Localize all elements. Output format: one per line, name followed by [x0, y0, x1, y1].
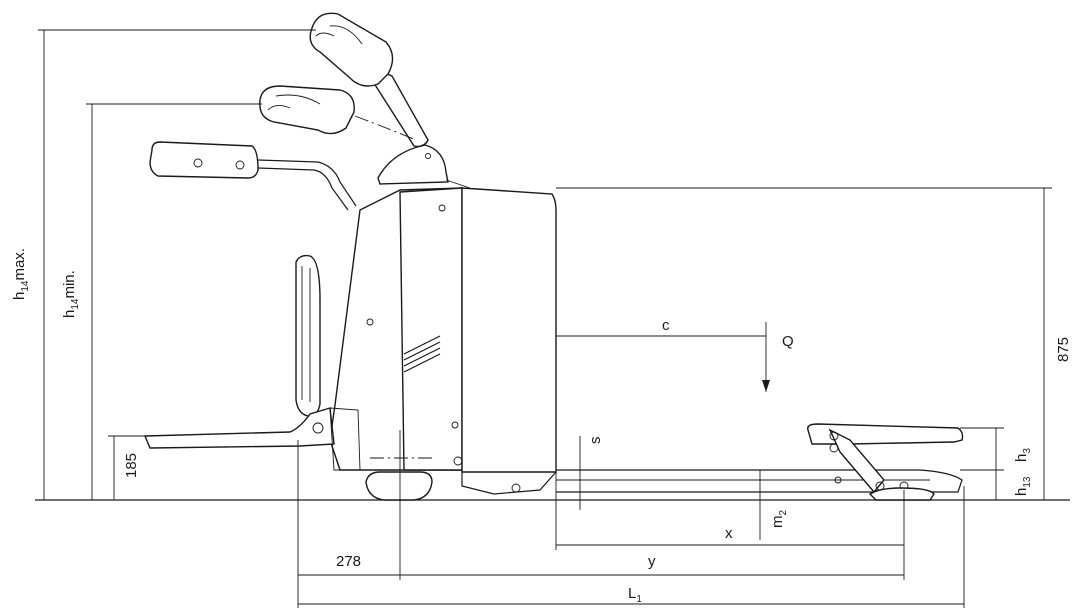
label-h14max: h14max. [11, 248, 31, 300]
body-bolt [453, 456, 463, 466]
tiller-handle-min [259, 85, 355, 135]
body-bolt [366, 318, 374, 326]
truck-body [143, 12, 557, 501]
tiller-handle-max [309, 12, 394, 87]
fork [556, 423, 964, 501]
platform-pivot [312, 422, 324, 434]
body-bolt [438, 204, 446, 212]
folding-platform [143, 407, 335, 449]
dimension-lines [38, 29, 1052, 608]
armrest-bar [257, 159, 357, 207]
label-Q: Q [782, 333, 794, 350]
steering-head [377, 144, 449, 185]
load-wheel [868, 487, 935, 501]
armrest-bolt [193, 158, 203, 168]
label-y: y [648, 553, 656, 570]
label-s: s [587, 437, 604, 445]
armrest [149, 141, 259, 179]
label-c: c [662, 317, 670, 334]
battery-cover [461, 187, 557, 473]
roller-pin [829, 443, 839, 453]
tiller-arm-max [371, 73, 429, 148]
roller-pin [834, 476, 842, 484]
label-h3: h3 [1013, 448, 1033, 462]
lower-frame [461, 470, 557, 495]
drive-wheel [365, 471, 433, 501]
label-875: 875 [1055, 337, 1072, 362]
label-185: 185 [123, 453, 140, 478]
tiller-arc [354, 115, 417, 141]
label-m2: m2 [769, 510, 789, 529]
chassis-side-panel [399, 187, 463, 471]
dimension-labels: h14max. h14min. 185 875 c Q s h3 h13 m2 … [11, 248, 1072, 605]
armrest-bolt [235, 160, 245, 170]
label-278: 278 [336, 553, 361, 570]
roller-pin [829, 431, 839, 441]
vent-slots [403, 335, 441, 373]
fork-arm [556, 469, 963, 493]
label-L1: L1 [628, 585, 642, 605]
head-bolt [425, 153, 431, 159]
frame-pin [511, 483, 521, 493]
body-bolt [451, 421, 459, 429]
label-h14min: h14min. [61, 270, 81, 318]
back-pad [295, 254, 321, 417]
label-h13: h13 [1013, 476, 1033, 496]
label-x: x [725, 525, 733, 542]
